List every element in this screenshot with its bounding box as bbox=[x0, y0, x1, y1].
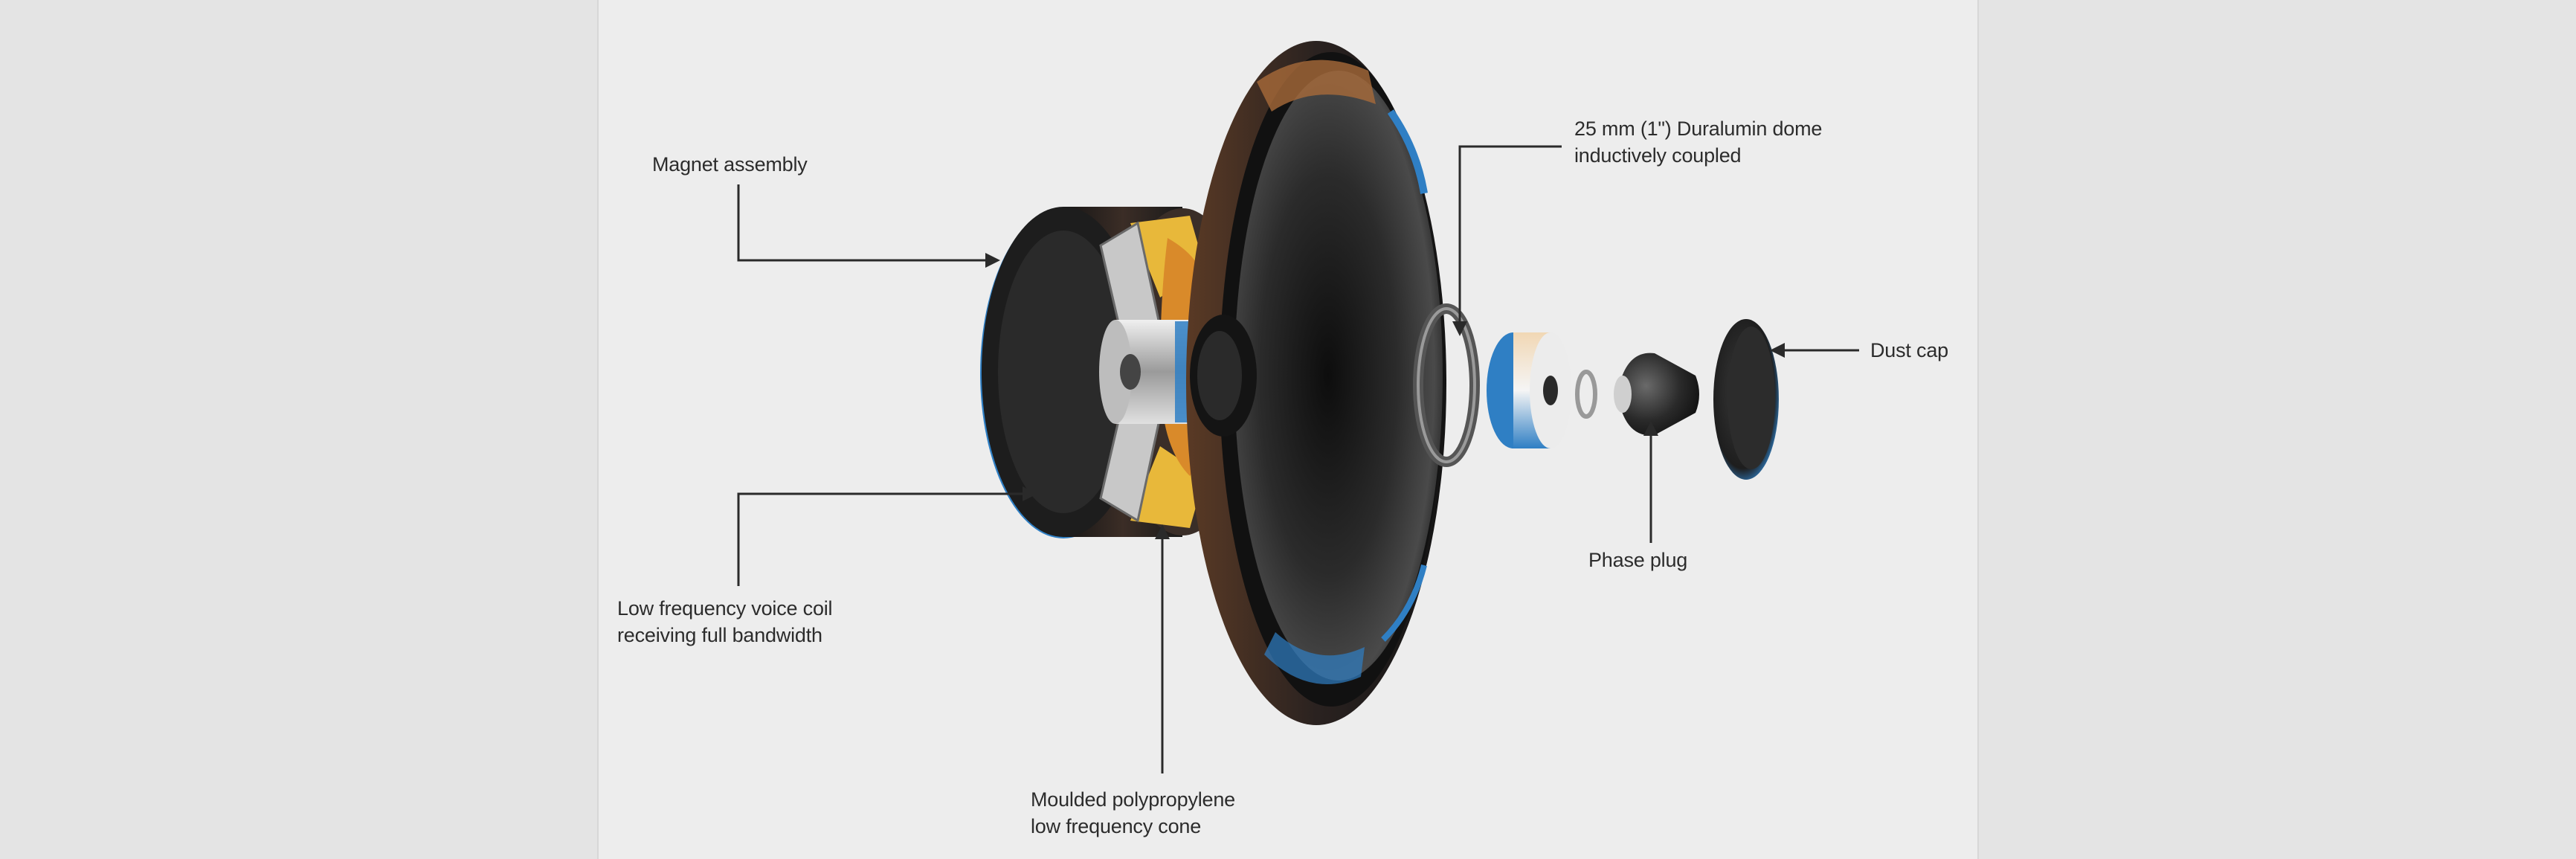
leader-lines bbox=[737, 145, 1859, 773]
label-dust-cap-text: Dust cap bbox=[1870, 339, 1948, 361]
label-magnet-assembly: Magnet assembly bbox=[652, 151, 808, 178]
label-duralumin-dome: 25 mm (1") Duralumin dome inductively co… bbox=[1574, 115, 1822, 169]
duralumin-dome-shape bbox=[1487, 332, 1571, 448]
label-dome-line2: inductively coupled bbox=[1574, 144, 1742, 167]
voice-coil-arrowhead bbox=[1023, 486, 1037, 501]
label-dust-cap: Dust cap bbox=[1870, 337, 1948, 364]
label-phase-plug-text: Phase plug bbox=[1588, 549, 1688, 571]
dust-cap-shape bbox=[1713, 319, 1779, 480]
cone-arrowhead bbox=[1155, 524, 1170, 539]
dome-leader bbox=[1458, 145, 1562, 326]
label-cone-line1: Moulded polypropylene bbox=[1031, 788, 1235, 811]
magnet-arrowhead bbox=[985, 253, 1000, 268]
label-cone: Moulded polypropylene low frequency cone bbox=[1031, 786, 1235, 840]
voice-coil-leader bbox=[737, 492, 1026, 586]
label-voice-coil: Low frequency voice coil receiving full … bbox=[617, 595, 833, 649]
label-cone-line2: low frequency cone bbox=[1031, 815, 1202, 837]
dust-cap-arrowhead bbox=[1770, 343, 1785, 358]
label-voice-coil-line2: receiving full bandwidth bbox=[617, 624, 822, 646]
label-magnet-assembly-text: Magnet assembly bbox=[652, 153, 808, 176]
phase-plug-shape bbox=[1614, 353, 1699, 436]
dome-arrowhead bbox=[1452, 321, 1467, 336]
label-dome-line1: 25 mm (1") Duralumin dome bbox=[1574, 118, 1823, 140]
cone-shape bbox=[1186, 41, 1446, 725]
magnet-leader bbox=[737, 184, 989, 262]
washer-shape bbox=[1575, 370, 1597, 419]
phase-plug-arrowhead bbox=[1643, 421, 1658, 436]
label-voice-coil-line1: Low frequency voice coil bbox=[617, 597, 833, 620]
leader-arrowheads bbox=[985, 253, 1785, 539]
label-phase-plug: Phase plug bbox=[1588, 547, 1687, 573]
